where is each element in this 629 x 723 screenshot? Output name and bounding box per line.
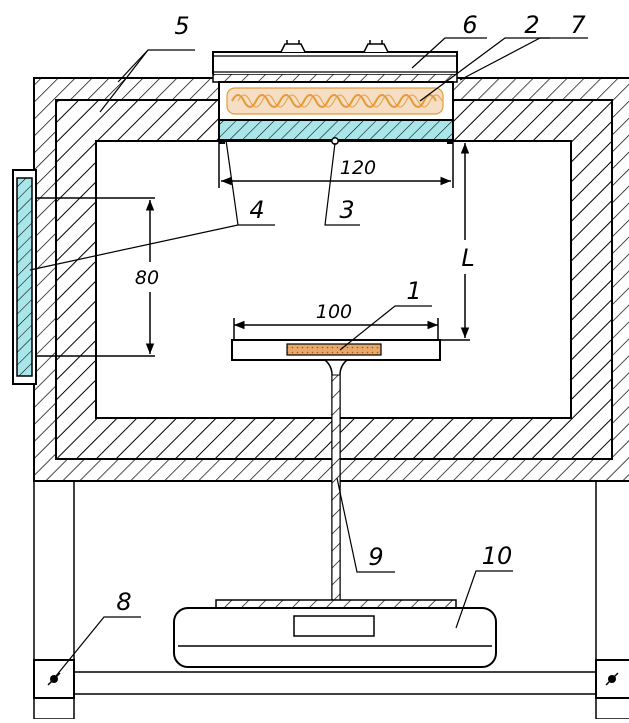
dimension-L-label: L bbox=[461, 244, 474, 272]
label-3: 3 bbox=[339, 196, 354, 224]
stand bbox=[33, 480, 629, 720]
weighing-scale bbox=[173, 599, 497, 668]
label-8: 8 bbox=[116, 588, 131, 616]
label-10: 10 bbox=[482, 542, 513, 570]
label-5: 5 bbox=[174, 12, 189, 40]
label-9: 9 bbox=[368, 543, 383, 571]
label-4: 4 bbox=[249, 196, 264, 224]
label-7: 7 bbox=[570, 11, 586, 39]
label-1: 1 bbox=[406, 277, 421, 305]
dimension-120 bbox=[218, 140, 454, 188]
terminal-icon bbox=[280, 40, 306, 53]
dimension-120-label: 120 bbox=[340, 157, 376, 179]
dimension-80 bbox=[36, 197, 155, 357]
heating-coil bbox=[226, 87, 444, 115]
sample-holder bbox=[231, 339, 441, 361]
terminal-icon bbox=[363, 40, 389, 53]
dimension-80-label: 80 bbox=[135, 267, 159, 289]
heater-cover bbox=[212, 40, 458, 74]
label-2: 2 bbox=[524, 11, 539, 39]
leader-lines bbox=[29, 37, 588, 677]
dimension-L bbox=[438, 140, 470, 341]
side-window bbox=[12, 169, 37, 385]
dimension-100-label: 100 bbox=[316, 301, 352, 323]
dimension-100 bbox=[233, 318, 439, 340]
bolt-icon bbox=[47, 672, 61, 686]
label-6: 6 bbox=[462, 11, 477, 39]
sample bbox=[286, 343, 382, 356]
heater-unit bbox=[212, 73, 458, 145]
scale-display bbox=[293, 615, 375, 637]
bolt-icon bbox=[605, 672, 619, 686]
heater-glass bbox=[218, 119, 454, 141]
